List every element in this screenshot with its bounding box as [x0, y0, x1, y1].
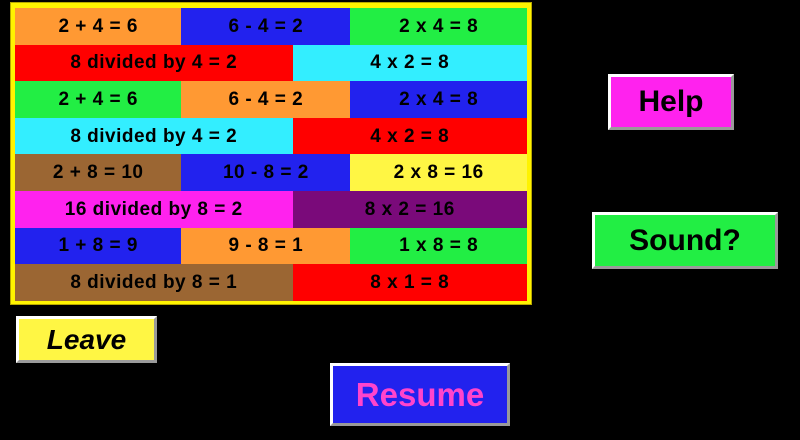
fact-cell[interactable]: 2 x 4 = 8: [350, 81, 527, 118]
fact-cell[interactable]: 2 + 4 = 6: [15, 81, 182, 118]
fact-cell[interactable]: 9 - 8 = 1: [181, 227, 351, 265]
leave-button[interactable]: Leave: [16, 316, 157, 363]
fact-cell[interactable]: 6 - 4 = 2: [181, 81, 351, 118]
fact-cell[interactable]: 2 + 8 = 10: [15, 154, 182, 191]
fact-cell[interactable]: 8 divided by 4 = 2: [15, 44, 293, 82]
fact-cell[interactable]: 1 + 8 = 9: [15, 227, 182, 265]
fact-cell[interactable]: 1 x 8 = 8: [350, 227, 527, 265]
fact-cell[interactable]: 16 divided by 8 = 2: [15, 190, 293, 228]
fact-cell[interactable]: 6 - 4 = 2: [181, 8, 351, 45]
fact-cell[interactable]: 10 - 8 = 2: [181, 154, 351, 191]
fact-cell[interactable]: 4 x 2 = 8: [292, 117, 527, 155]
fact-cell[interactable]: 2 x 8 = 16: [350, 154, 527, 191]
fact-cell[interactable]: 8 divided by 4 = 2: [15, 117, 293, 155]
fact-cell[interactable]: 8 x 2 = 16: [292, 190, 527, 228]
fact-cell[interactable]: 8 divided by 8 = 1: [15, 264, 293, 301]
fact-cell[interactable]: 8 x 1 = 8: [292, 264, 527, 301]
fact-cell[interactable]: 2 x 4 = 8: [350, 8, 527, 45]
fact-cell[interactable]: 4 x 2 = 8: [292, 44, 527, 82]
resume-button[interactable]: Resume: [330, 363, 510, 426]
sound-toggle-button[interactable]: Sound?: [592, 212, 778, 269]
help-button[interactable]: Help: [608, 74, 734, 130]
fact-cell[interactable]: 2 + 4 = 6: [15, 8, 182, 45]
